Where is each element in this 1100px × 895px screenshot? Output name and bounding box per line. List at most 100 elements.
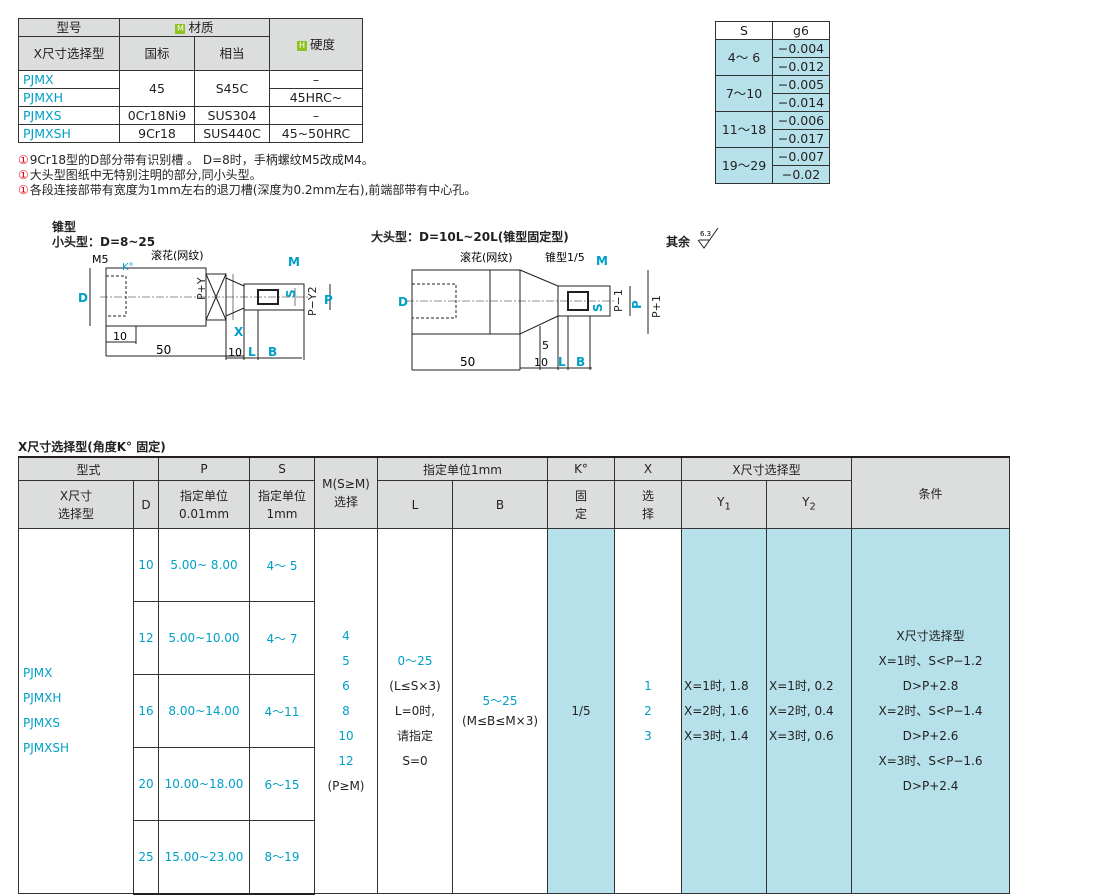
small-head-drawing: M5 K° 滚花(网纹) M D 10 50 X 10 L B P [78, 248, 333, 360]
finish-value: 6.3 [700, 230, 711, 238]
range-cell: 11～18 [715, 111, 773, 148]
label-py: P+Y [195, 277, 208, 300]
header-b: B [452, 480, 548, 529]
header-p: P [158, 456, 250, 481]
k-value-cell: 1/5 [547, 528, 615, 894]
label-m: M [596, 254, 608, 268]
large-head-title: 大头型：D=10L~20L(锥型固定型) [371, 230, 569, 244]
label-s: S [284, 289, 298, 298]
s-cell: 4～11 [249, 674, 315, 748]
hardness-cell: – [269, 70, 363, 89]
header-equiv: 相当 [194, 36, 270, 71]
upper-cell: −0.006 [772, 111, 830, 130]
header-m: M(S≥M)选择 [314, 456, 378, 529]
p-cell: 8.00~14.00 [158, 674, 250, 748]
note-icon: ① [18, 153, 29, 167]
d-cell: 20 [133, 747, 159, 821]
note-icon: ① [18, 183, 29, 197]
header-g6: g6 [772, 21, 830, 40]
gb-cell: 9Cr18 [119, 124, 195, 143]
header-k-fixed: 固定 [547, 480, 615, 529]
header-l: L [377, 480, 453, 529]
label-d: D [398, 295, 408, 309]
notes: ①9Cr18型的D部分带有识别槽 。 D=8时，手柄螺纹M5改成M4。 ①大头型… [18, 153, 476, 198]
large-head-drawing: D 滚花(网纹) 锥型1/5 M 5 50 10 L B [398, 250, 649, 371]
p-cell: 15.00~23.00 [158, 820, 250, 895]
cond-values-cell: X尺寸选择型 X=1时、S<P−1.2 D>P+2.8 X=2时、S<P−1.4… [851, 528, 1010, 894]
s-cell: 4～ 5 [249, 528, 315, 602]
l-values-cell: 0～25 (L≤S×3) L=0时, 请指定 S=0 [377, 528, 453, 894]
header-x-sel: 选择 [614, 480, 682, 529]
gb-cell: 0Cr18Ni9 [119, 106, 195, 125]
range-cell: 19～29 [715, 147, 773, 184]
range-cell: 4～ 6 [715, 39, 773, 76]
lower-cell: −0.014 [772, 93, 830, 112]
label-fifty: 50 [460, 355, 475, 369]
d-cell: 12 [133, 601, 159, 675]
label-ten: 10 [534, 356, 548, 369]
header-xtype: X尺寸选择型 [18, 480, 134, 529]
label-py2: P−Y2 [306, 286, 319, 316]
label-l: L [248, 345, 256, 359]
label-p: P [324, 293, 333, 307]
label-knurl: 滚花(网纹) [460, 250, 513, 264]
label-ten-2: 10 [228, 346, 242, 359]
label-pp1: P+1 [650, 295, 663, 318]
upper-cell: −0.007 [772, 147, 830, 166]
x-values-cell: 1 2 3 [614, 528, 682, 894]
label-m: M [288, 255, 300, 269]
model-cell: PJMXS [18, 106, 120, 125]
header-s: S [715, 21, 773, 40]
note-icon: ① [18, 168, 29, 182]
label-d: D [78, 291, 88, 305]
header-unit1mm: 指定单位1mm [377, 456, 548, 481]
label-taper: 锥型1/5 [545, 250, 585, 264]
gb-cell: 45 [119, 70, 195, 107]
upper-cell: −0.005 [772, 75, 830, 94]
model-cell: PJMXSH [18, 124, 120, 143]
hardness-cell: 45~50HRC [269, 124, 363, 143]
label-p1: P−1 [612, 289, 625, 312]
header-d: D [133, 480, 159, 529]
y1-values-cell: X=1时, 1.8 X=2时, 1.6 X=3时, 1.4 [681, 528, 767, 894]
hardness-cell: 45HRC~ [269, 88, 363, 107]
header-y2: Y2 [766, 480, 852, 529]
equiv-cell: SUS304 [194, 106, 270, 125]
label-knurl: 滚花(网纹) [151, 248, 204, 262]
header-s: S [249, 456, 315, 481]
d-cell: 16 [133, 674, 159, 748]
header-type: 型式 [18, 456, 159, 481]
header-cond: 条件 [851, 456, 1010, 529]
y2-values-cell: X=1时, 0.2 X=2时, 0.4 X=3时, 0.6 [766, 528, 852, 894]
label-ten: 10 [113, 330, 127, 343]
hardness-cell: – [269, 106, 363, 125]
p-cell: 5.00~ 8.00 [158, 528, 250, 602]
d-cell: 25 [133, 820, 159, 895]
s-cell: 4～ 7 [249, 601, 315, 675]
note-item: ①9Cr18型的D部分带有识别槽 。 D=8时，手柄螺纹M5改成M4。 [18, 153, 374, 167]
s-cell: 6～15 [249, 747, 315, 821]
label-x: X [234, 325, 244, 339]
label-k: K° [122, 262, 134, 273]
taper-title: 锥型 [52, 220, 77, 234]
surface-finish-icon: 6.3 [697, 227, 719, 249]
label-five: 5 [542, 339, 549, 352]
label-fifty: 50 [156, 343, 171, 357]
lower-cell: −0.017 [772, 129, 830, 148]
d-cell: 10 [133, 528, 159, 602]
small-head-title: 小头型：D=8~25 [52, 235, 156, 249]
note-item: ①大头型图纸中无特别注明的部分,同小头型。 [18, 168, 262, 182]
header-gb: 国标 [119, 36, 195, 71]
equiv-cell: SUS440C [194, 124, 270, 143]
spec-table-title: X尺寸选择型(角度K° 固定) [18, 440, 166, 454]
p-cell: 10.00~18.00 [158, 747, 250, 821]
finish-label: 其余 [666, 235, 691, 249]
model-cell: PJMXH [18, 88, 120, 107]
hardness-badge-icon: H [296, 40, 307, 51]
tolerance-table: S g6 4～ 6−0.004 −0.012 7～10−0.005 −0.014… [715, 21, 830, 184]
